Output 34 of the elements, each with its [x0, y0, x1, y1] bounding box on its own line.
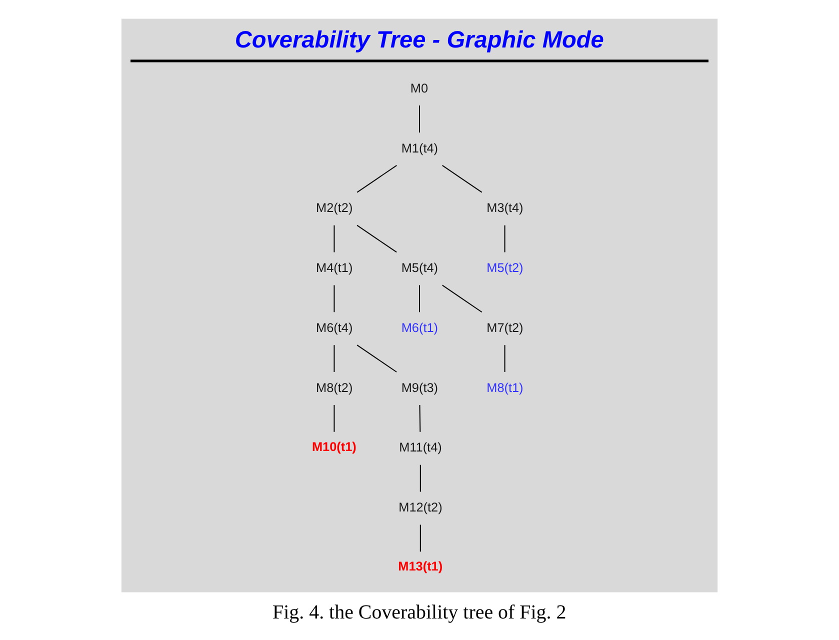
node-text: M3(t4): [486, 201, 524, 216]
connector: [419, 284, 420, 313]
connector: [334, 404, 335, 432]
node-text: M8(t1): [486, 380, 524, 395]
connector: [504, 344, 506, 372]
connector: [504, 224, 506, 253]
node-text: M6(t1): [401, 320, 438, 335]
node-text: M2(t2): [316, 201, 353, 216]
node-text: M11(t4): [399, 440, 442, 455]
node-text: M4(t1): [316, 261, 353, 276]
node-text: M7(t2): [486, 320, 524, 335]
connector: [419, 105, 420, 133]
node-text: M5(t2): [486, 261, 524, 276]
node-text: M8(t2): [316, 380, 353, 395]
connector: [420, 464, 421, 492]
connector: [442, 284, 482, 313]
node-text: M13(t1): [398, 560, 443, 574]
node-text: M1(t4): [401, 141, 438, 156]
connector: [334, 284, 335, 313]
connector: [420, 524, 421, 552]
node-text: M0: [410, 81, 428, 96]
node-text: M6(t4): [316, 320, 353, 335]
connector: [356, 224, 398, 253]
node-text: M5(t4): [401, 261, 438, 276]
node-text: M10(t1): [312, 440, 356, 454]
node-text: M9(t3): [401, 380, 438, 395]
node-text: M12(t2): [398, 500, 442, 515]
connector: [334, 344, 335, 372]
connector: [419, 404, 421, 432]
connector: [442, 164, 482, 193]
connector: [356, 164, 398, 193]
caption: Fig. 4. the Coverability tree of Fig. 2: [272, 602, 566, 624]
connector: [356, 344, 398, 372]
connector: [334, 224, 335, 253]
